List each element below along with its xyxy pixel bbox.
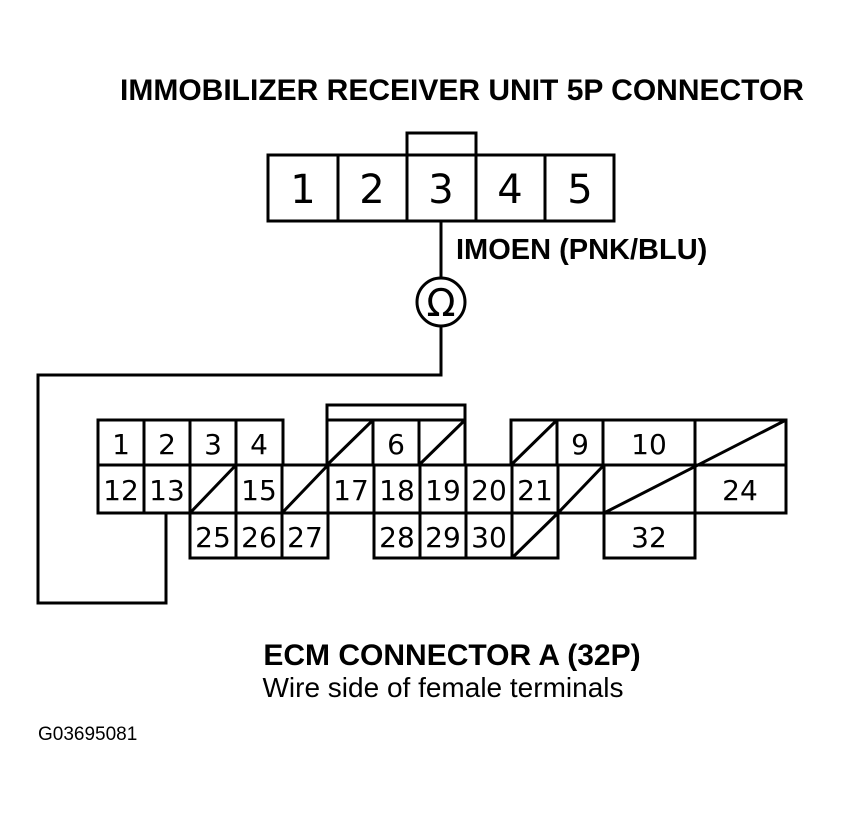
ecm-pin-26: 26 (241, 521, 277, 554)
wire-label: IMOEN (PNK/BLU) (456, 234, 707, 266)
ecm-pin-9: 9 (571, 428, 589, 461)
immobilizer-5p-connector: 1 2 3 4 5 (266, 131, 616, 223)
top-pin-1: 1 (290, 167, 315, 213)
ecm-pin-17: 17 (333, 474, 369, 507)
top-connector-title: IMMOBILIZER RECEIVER UNIT 5P CONNECTOR (120, 74, 804, 107)
ecm-pin-29: 29 (425, 521, 461, 554)
ecm-pin-25: 25 (195, 521, 231, 554)
ecm-pin-32: 32 (631, 521, 667, 554)
ecm-pin-20: 20 (471, 474, 507, 507)
ecm-pin-12: 12 (103, 474, 139, 507)
ecm-pin-21: 21 (517, 474, 553, 507)
ecm-lock-tab (325, 403, 467, 420)
top-pin-4: 4 (497, 167, 522, 213)
ohm-icon: Ω (426, 281, 455, 325)
ecm-connector-subtitle: Wire side of female terminals (262, 672, 623, 703)
ecm-pin-3: 3 (204, 428, 222, 461)
ecm-pin-30: 30 (471, 521, 507, 554)
ecm-pin-18: 18 (379, 474, 415, 507)
ecm-connector-title: ECM CONNECTOR A (32P) (263, 639, 640, 672)
top-pin-5: 5 (567, 167, 592, 213)
ecm-pin-4: 4 (250, 428, 268, 461)
ecm-pin-1: 1 (112, 428, 130, 461)
ecm-32p-connector: 1 2 3 4 6 9 10 12 13 15 17 18 19 20 21 2… (96, 403, 788, 560)
top-pin-2: 2 (359, 167, 384, 213)
ecm-pin-15: 15 (241, 474, 277, 507)
connector-lock-tab (405, 131, 478, 159)
top-pin-3: 3 (428, 167, 453, 213)
ecm-pin-24: 24 (722, 474, 758, 507)
connector-body (266, 153, 616, 223)
ohmmeter-symbol: Ω (415, 276, 467, 328)
ecm-pin-28: 28 (379, 521, 415, 554)
ecm-pin-27: 27 (287, 521, 323, 554)
ohmmeter-circle (415, 276, 467, 328)
ecm-pin-2: 2 (158, 428, 176, 461)
figure-code: G03695081 (38, 724, 137, 745)
ecm-pin-10: 10 (631, 428, 667, 461)
ecm-pin-13: 13 (149, 474, 185, 507)
ecm-pin-6: 6 (387, 428, 405, 461)
wire-segment-lower (36, 326, 443, 605)
ecm-pin-19: 19 (425, 474, 461, 507)
